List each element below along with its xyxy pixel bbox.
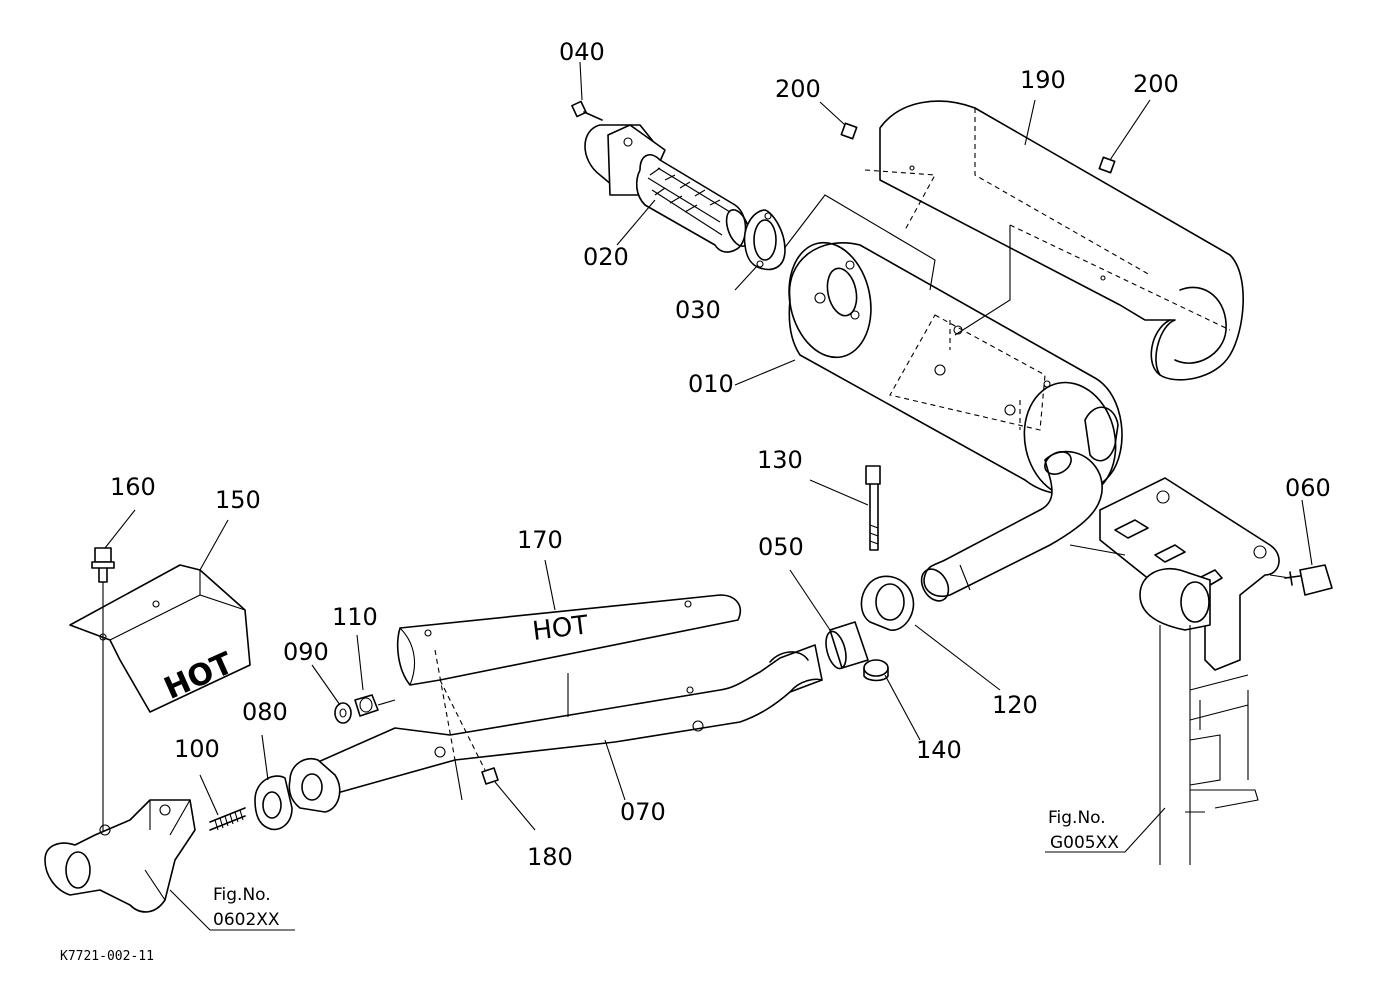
callout-140: 140 xyxy=(916,736,962,764)
nut-110 xyxy=(354,694,396,717)
callout-020: 020 xyxy=(583,243,629,271)
callout-180: 180 xyxy=(527,843,573,871)
callout-060: 060 xyxy=(1285,474,1331,502)
bolt-040 xyxy=(571,100,603,121)
gasket-030 xyxy=(743,209,786,271)
cover-hot-text: HOT xyxy=(531,610,590,647)
callout-040: 040 xyxy=(559,38,605,66)
pipe-flange xyxy=(288,758,341,813)
gasket-080 xyxy=(254,775,293,831)
bolt-060 xyxy=(1269,564,1333,596)
clamp-120 xyxy=(860,575,915,631)
callout-050: 050 xyxy=(758,533,804,561)
pipe-cover-170 xyxy=(396,594,742,801)
bolt-160 xyxy=(91,547,115,835)
callout-200-left: 200 xyxy=(775,75,821,103)
heat-shield-150 xyxy=(69,564,251,713)
callout-100: 090 xyxy=(283,638,329,666)
fig-ref-0602-code: 0602XX xyxy=(213,910,280,930)
bolt-180 xyxy=(481,767,499,785)
callout-120: 120 xyxy=(992,691,1038,719)
leader-lines xyxy=(104,61,1313,931)
washer-100 xyxy=(334,702,352,724)
muffler-bracket xyxy=(1069,477,1280,865)
fig-ref-0602-label: Fig.No. xyxy=(213,885,271,905)
callout-090: 100 xyxy=(174,735,220,763)
callout-150: 150 xyxy=(215,486,261,514)
fig-ref-g005-label: Fig.No. xyxy=(1048,808,1106,828)
exhaust-pipe-070 xyxy=(299,644,823,806)
drawing-code: K7721-002-11 xyxy=(60,949,154,964)
callout-130: 130 xyxy=(757,446,803,474)
bolt-130 xyxy=(865,465,881,551)
callout-170: 170 xyxy=(517,526,563,554)
sleeve-050 xyxy=(825,621,869,670)
callout-200-right: 200 xyxy=(1133,70,1179,98)
stud-090 xyxy=(209,807,246,831)
muffler-010 xyxy=(782,194,1123,499)
callout-070: 070 xyxy=(620,798,666,826)
callout-080: 080 xyxy=(242,698,288,726)
nut-200-right xyxy=(1098,156,1116,174)
callout-160: 160 xyxy=(110,473,156,501)
tail-pipe-020 xyxy=(584,124,751,253)
callout-030: 030 xyxy=(675,296,721,324)
callout-010: 010 xyxy=(688,370,734,398)
muffler-cover-190 xyxy=(864,100,1244,381)
nut-140 xyxy=(863,659,889,682)
nut-200-left xyxy=(840,122,858,140)
exhaust-manifold xyxy=(44,799,196,913)
muffler-outlet-pipe xyxy=(920,450,1103,602)
fig-ref-g005-code: G005XX xyxy=(1050,833,1119,853)
callout-190: 190 xyxy=(1020,66,1066,94)
callout-110: 110 xyxy=(332,603,378,631)
